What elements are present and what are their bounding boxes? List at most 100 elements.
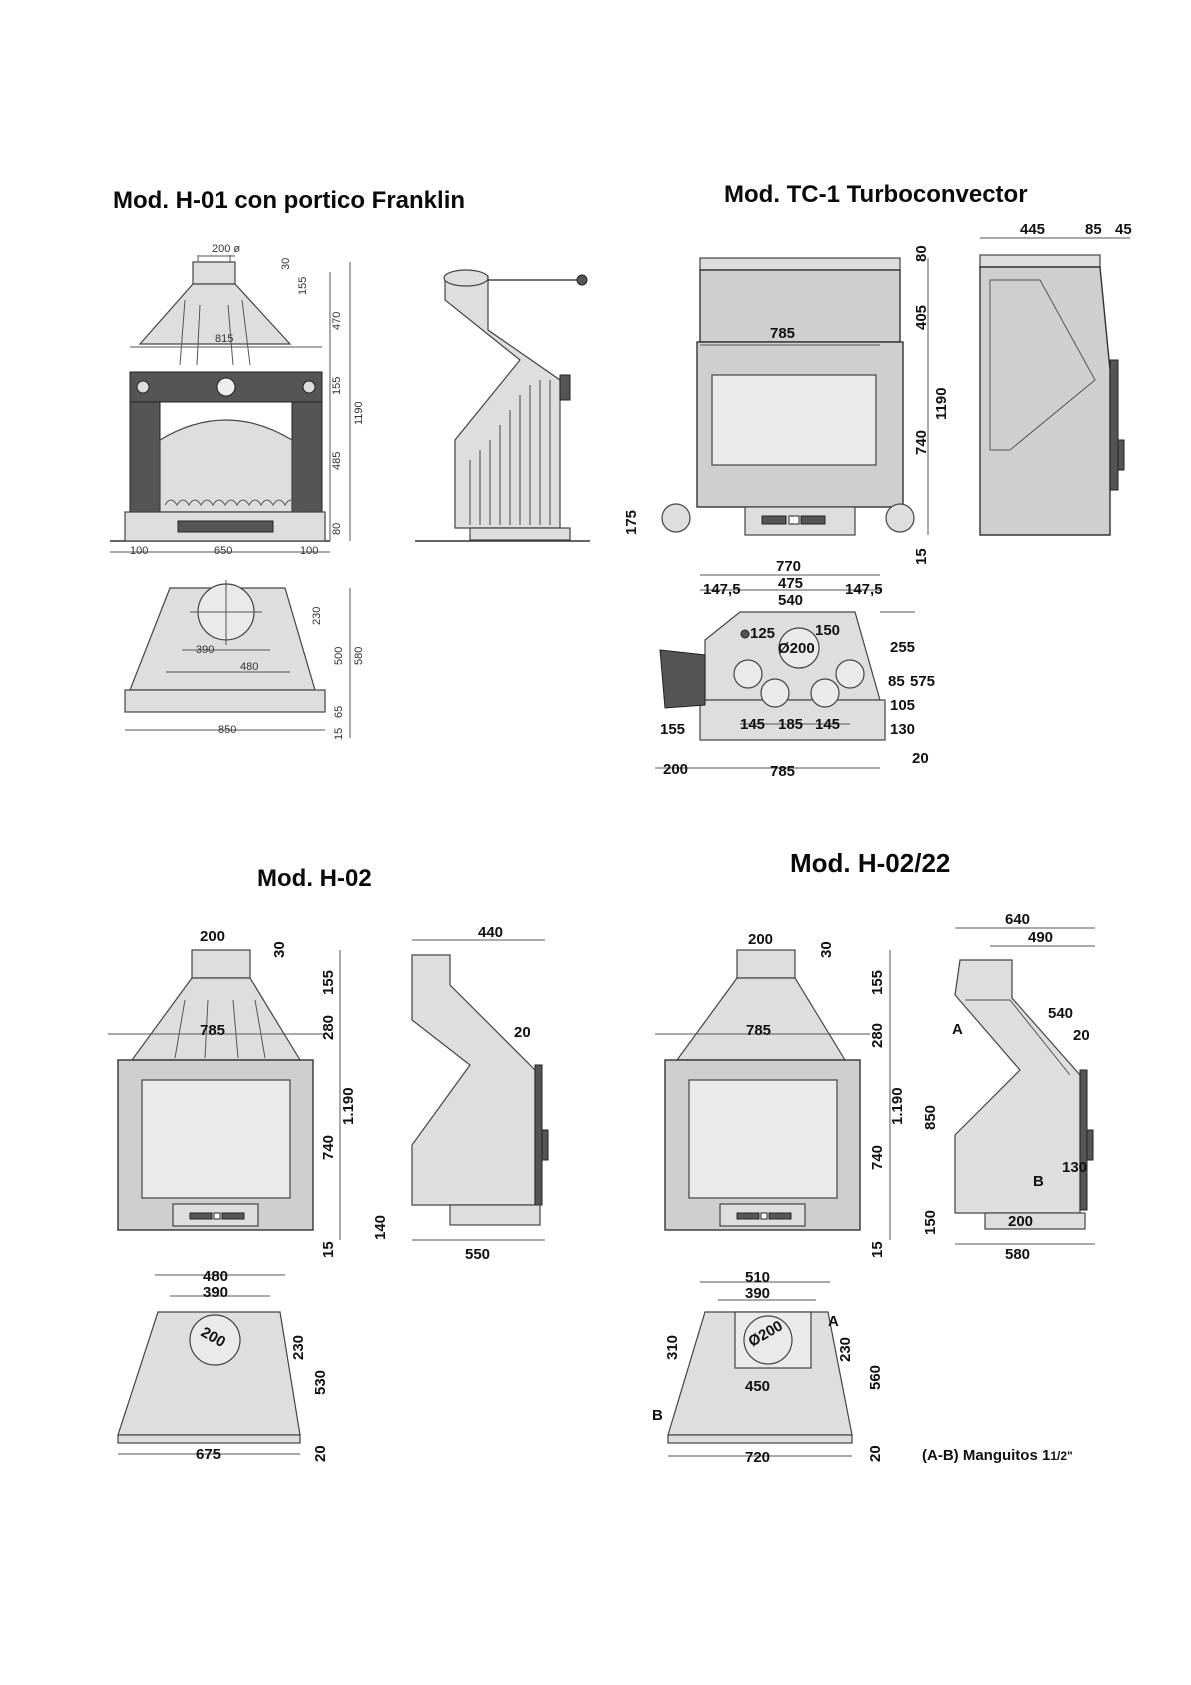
dim-tc1-top-150: 150	[815, 622, 840, 639]
h0222-flue-circle	[743, 1315, 793, 1365]
dim-h0222-side-580: 580	[1005, 1246, 1030, 1263]
dim-h02-side-140: 140	[372, 1215, 389, 1240]
dim-h0222-side-640: 640	[1005, 911, 1030, 928]
title-h02: Mod. H-02	[257, 865, 372, 892]
dim-h0222-front-280: 280	[869, 1023, 886, 1048]
label-h0222-top-b: B	[652, 1407, 663, 1424]
dim-h02-front-280: 280	[320, 1015, 337, 1040]
dim-tc1-top-125: 125	[750, 625, 775, 642]
dim-h01-top-390: 390	[196, 644, 214, 656]
fire-opening	[159, 419, 293, 513]
dim-h01-front-100b: 100	[300, 545, 318, 557]
flue-200-circle	[778, 627, 820, 669]
dim-tc1-top-540: 540	[778, 592, 803, 609]
tc1-hood	[699, 269, 901, 343]
dim-tc1-top-200: Ø200	[778, 640, 815, 657]
hood	[138, 283, 292, 345]
ash-drawer	[177, 520, 274, 533]
h0222-glass	[688, 1079, 838, 1199]
right-pillar	[291, 401, 323, 513]
dim-h01-front-30: 30	[280, 258, 292, 270]
dim-h02-front-155: 155	[320, 970, 337, 995]
dim-h02-top-480: 480	[203, 1268, 228, 1285]
dim-h0222-top-390: 390	[745, 1285, 770, 1302]
dim-h01-front-485: 485	[331, 452, 343, 470]
dim-h0222-top-450: 450	[745, 1378, 770, 1395]
dim-h0222-side-150: 150	[922, 1210, 939, 1235]
left-pillar	[129, 401, 161, 513]
dim-h0222-front-1190: 1.190	[889, 1087, 906, 1125]
dim-h01-front-470: 470	[331, 312, 343, 330]
dim-tc1-top-575: 575	[910, 673, 935, 690]
dim-h0222-top-20: 20	[867, 1445, 884, 1462]
dim-h02-side-20: 20	[514, 1024, 531, 1041]
tc1-top-view: 770 147,5 475 147,5 540 125 150 Ø200 255…	[655, 558, 935, 780]
dim-tc1-front-405: 405	[913, 305, 930, 330]
h02-top-view: 480 390 200 230 530 20 675	[117, 1268, 329, 1463]
dim-h0222-top-230: 230	[837, 1337, 854, 1362]
dim-h01-top-15: 15	[333, 728, 345, 740]
dim-h01-front-100a: 100	[130, 545, 148, 557]
dim-h02-top-675: 675	[196, 1446, 221, 1463]
dim-h0222-side-850: 850	[922, 1105, 939, 1130]
title-tc1: Mod. TC-1 Turboconvector	[724, 181, 1028, 208]
label-h0222-top-a: A	[828, 1313, 839, 1330]
dim-tc1-top-200b: 200	[663, 761, 688, 778]
dim-tc1-top-105: 105	[890, 697, 915, 714]
dim-h0222-top-720: 720	[745, 1449, 770, 1466]
side-body	[444, 275, 561, 529]
dim-tc1-front-80: 80	[913, 245, 930, 262]
dim-h02-front-785: 785	[200, 1022, 225, 1039]
fan-right-icon	[885, 503, 915, 533]
dim-tc1-front-15: 15	[913, 548, 930, 565]
medallion	[216, 377, 236, 397]
h02-flue-circle	[189, 1314, 241, 1366]
dim-h02-front-200: 200	[200, 928, 225, 945]
dim-tc1-top-145a: 145	[740, 716, 765, 733]
dim-tc1-side-45: 45	[1115, 221, 1132, 238]
note-prefix: (A-B) Manguitos 1	[922, 1447, 1050, 1464]
fan-left-icon	[661, 503, 691, 533]
dim-tc1-top-147a: 147,5	[703, 581, 741, 598]
dim-h02-front-15: 15	[320, 1241, 337, 1258]
dim-h0222-side-20: 20	[1073, 1027, 1090, 1044]
dim-h01-top-850: 850	[218, 724, 236, 736]
dim-h02-front-30: 30	[271, 941, 288, 958]
dim-h01-front-155a: 155	[297, 277, 309, 295]
h02-hood	[130, 977, 302, 1061]
h0222-top-view: 510 390 310 Ø200 A 230 450 560 B 720 20	[652, 1269, 884, 1466]
dim-tc1-front-175: 175	[623, 510, 640, 535]
title-h0222: Mod. H-02/22	[790, 848, 950, 878]
dim-h01-top-65: 65	[333, 706, 345, 718]
dim-h0222-front-200: 200	[748, 931, 773, 948]
tc1-side-body	[979, 266, 1111, 536]
dim-h01-front-155b: 155	[331, 377, 343, 395]
dim-tc1-side-445: 445	[1020, 221, 1045, 238]
h01-front-view: 200 ø 30 155 470 815 155 1190 485 80 100…	[110, 243, 365, 557]
dim-h0222-side-130: 130	[1062, 1159, 1087, 1176]
h0222-front-view: 785 200 30 155 280 1.190 740 15	[655, 931, 906, 1258]
dim-h02-front-1190: 1.190	[340, 1087, 357, 1125]
dim-h01-front-1190: 1190	[353, 401, 365, 425]
dim-h02-top-230: 230	[290, 1335, 307, 1360]
dim-h0222-side-490: 490	[1028, 929, 1053, 946]
dim-h01-top-480: 480	[240, 661, 258, 673]
h02-glass	[141, 1079, 291, 1199]
dim-tc1-top-475: 475	[778, 575, 803, 592]
dim-tc1-top-185: 185	[778, 716, 803, 733]
h01-top-view: 390 480 230 500 580 65 15 850	[124, 580, 365, 740]
tc1-side-view: 445 85 45	[979, 221, 1132, 536]
dim-tc1-top-20: 20	[912, 750, 929, 767]
h0222-hood	[675, 977, 847, 1061]
h02-side-body	[411, 954, 536, 1206]
dim-tc1-top-785: 785	[770, 763, 795, 780]
h02-front-view: 785 200 30 155 280 1.190 740 15	[108, 928, 357, 1258]
dim-h01-top-500: 500	[333, 647, 345, 665]
dim-tc1-top-255: 255	[890, 639, 915, 656]
dim-h01-front-815: 815	[215, 333, 233, 345]
dim-h02-top-20: 20	[312, 1445, 329, 1462]
h02-side-view: 440 20 140 550	[372, 924, 549, 1263]
dim-tc1-top-130: 130	[890, 721, 915, 738]
flue-collar	[192, 261, 236, 285]
label-h0222-side-b: B	[1033, 1173, 1044, 1190]
